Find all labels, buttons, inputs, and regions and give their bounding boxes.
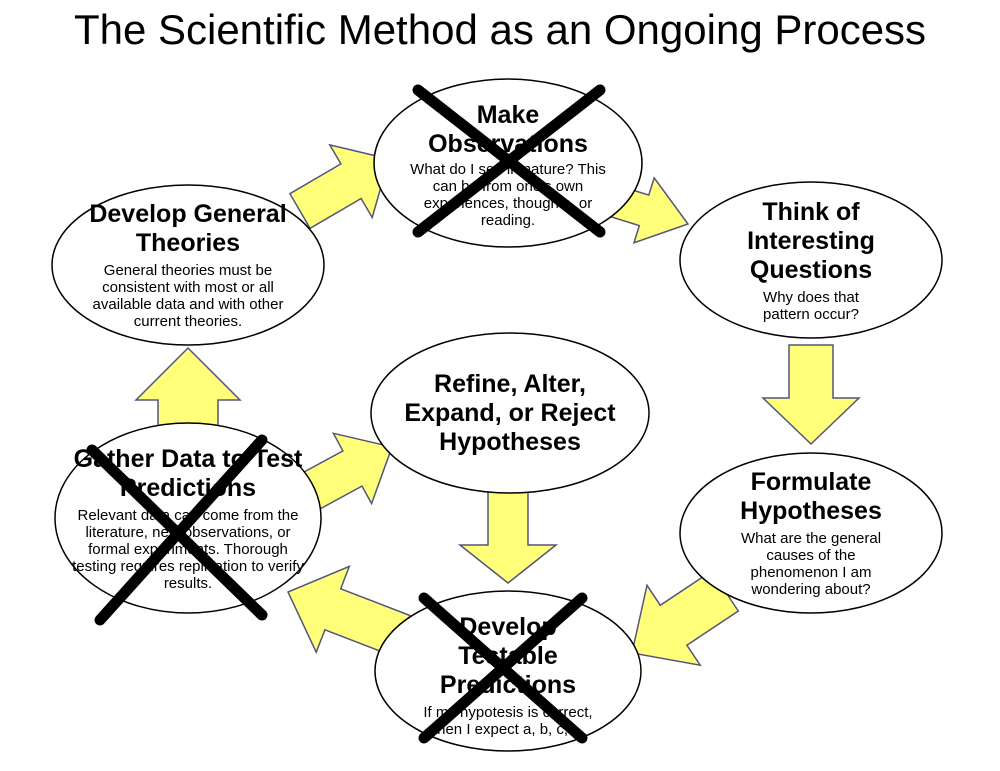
node-hypotheses-heading: Formulate Hypotheses bbox=[740, 468, 882, 525]
arrow-hypotheses-to-predictions bbox=[631, 569, 740, 667]
node-hypotheses-desc: What are the general causes of the pheno… bbox=[740, 530, 882, 598]
ellipse-hypotheses bbox=[679, 452, 943, 614]
arrow-theories-to-observations bbox=[288, 143, 390, 230]
node-questions-desc: Why does that pattern occur? bbox=[763, 289, 859, 323]
node-theories-desc: General theories must be consistent with… bbox=[92, 262, 284, 330]
node-questions: Think of Interesting Questions Why does … bbox=[686, 188, 936, 333]
ellipse-refine bbox=[370, 332, 650, 494]
node-refine-heading: Refine, Alter, Expand, or Reject Hypothe… bbox=[404, 369, 616, 456]
arrow-questions-to-hypotheses bbox=[761, 344, 861, 446]
node-refine: Refine, Alter, Expand, or Reject Hypothe… bbox=[378, 338, 642, 488]
node-theories-heading: Develop General Theories bbox=[89, 200, 287, 257]
node-theories: Develop General Theories General theorie… bbox=[58, 190, 318, 340]
page-title: The Scientific Method as an Ongoing Proc… bbox=[73, 6, 927, 53]
ellipse-theories bbox=[51, 184, 325, 346]
arrows-layer bbox=[134, 143, 861, 667]
node-questions-heading: Think of Interesting Questions bbox=[747, 198, 875, 284]
node-hypotheses: Formulate Hypotheses What are the genera… bbox=[686, 458, 936, 608]
ellipse-questions bbox=[679, 181, 943, 339]
